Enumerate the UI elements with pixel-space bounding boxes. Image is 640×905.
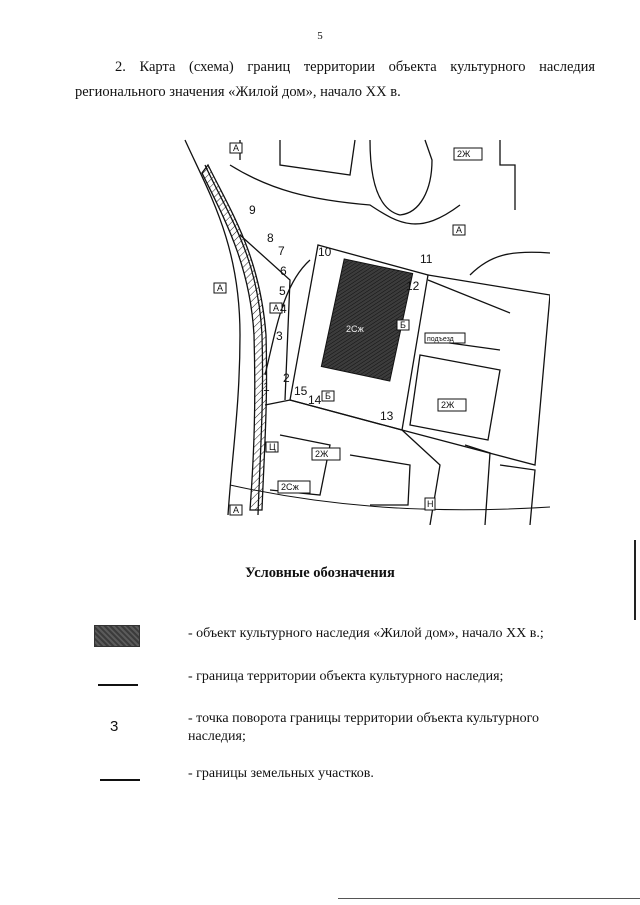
zone-label-2zh-mid: 2Ж [315, 449, 329, 459]
margin-mark [634, 540, 636, 620]
legend-text-turning-point: - точка поворота границы территории объе… [188, 711, 539, 744]
bottom-rule [338, 898, 640, 899]
point-4: 4 [280, 302, 287, 316]
zone-label-main: 2Сж [346, 324, 364, 334]
point-6: 6 [280, 264, 287, 278]
zone-label-pod: подъезд [427, 336, 454, 343]
point-14: 14 [308, 393, 322, 407]
page-number: 5 [317, 30, 323, 42]
legend-title: Условные обозначения [245, 565, 395, 581]
point-3: 3 [276, 329, 283, 343]
lot-east [401, 274, 550, 466]
zone-label-2zh-right: 2Ж [441, 400, 455, 410]
point-7: 7 [278, 244, 285, 258]
zone-label-2szh-bottom: 2Сж [281, 482, 299, 492]
land-plot-line-symbol [100, 779, 140, 781]
point-11: 11 [420, 252, 433, 266]
zone-label-2zh-top: 2Ж [457, 149, 471, 159]
point-10: 10 [318, 245, 332, 259]
zone-label-a2: А [217, 283, 223, 293]
point-15: 15 [294, 384, 308, 398]
legend-text-land-plots: - границы земельных участков. [188, 766, 374, 781]
building-right [409, 354, 501, 441]
point-8: 8 [267, 231, 274, 245]
curved-path-top [229, 164, 461, 225]
zone-label-ts: Ц [269, 442, 276, 452]
turning-point-symbol: 3 [110, 718, 119, 735]
legend-text-heritage: - объект культурного наследия «Жилой дом… [188, 626, 544, 641]
zone-label-a5: А [233, 505, 239, 515]
point-12: 12 [406, 279, 420, 293]
cadastral-map: А А А А А Б Б Ц 2Ж 2Ж 2Ж 2Сж 2Сж Н подъе… [184, 139, 550, 525]
boundary-line-symbol [98, 684, 138, 686]
zone-label-a3: А [273, 303, 279, 313]
map-heading: 2. Карта (схема) границ территории объек… [75, 55, 595, 105]
zone-label-b2: Б [325, 391, 331, 401]
zone-label-b1: Б [400, 320, 406, 330]
zone-label-a4: А [456, 225, 462, 235]
legend-text-boundary: - граница территории объекта культурного… [188, 669, 504, 684]
zone-label-n: Н [427, 499, 434, 509]
heading-text: 2. Карта (схема) границ территории объек… [75, 59, 595, 100]
point-2: 2 [283, 371, 290, 385]
hatched-strip [201, 163, 268, 511]
point-5: 5 [279, 284, 286, 298]
point-9: 9 [249, 203, 256, 217]
heritage-swatch [94, 625, 140, 647]
road-left-outer [184, 139, 241, 516]
zone-label-a1: А [233, 143, 239, 153]
point-13: 13 [380, 409, 394, 423]
point-1: 1 [263, 380, 270, 394]
